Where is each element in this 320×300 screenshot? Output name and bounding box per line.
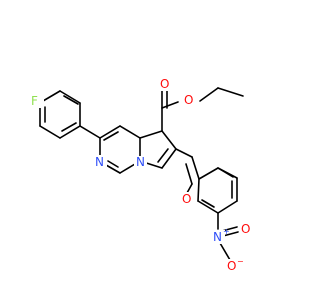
bond [161, 130, 177, 150]
label-mask [239, 222, 253, 236]
atom-labels: F O O N N O N + O O − [30, 77, 253, 273]
ester-carbonyl-oxygen-label: O [160, 77, 169, 91]
label-mask [157, 77, 171, 91]
bond [42, 90, 61, 102]
structure-drawing: F O O N N O N + O O − [30, 77, 253, 273]
pyrimidine-nitrogen-label: N [95, 155, 104, 169]
bond [107, 160, 119, 168]
label-mask [30, 92, 44, 108]
bond [222, 231, 239, 237]
bond [59, 90, 81, 104]
label-mask [211, 230, 225, 244]
fluorine-label: F [31, 94, 38, 108]
bond [59, 125, 81, 139]
bond [219, 242, 231, 261]
nitro-oxygen-charge: − [237, 257, 244, 266]
label-mask [225, 259, 239, 273]
bond [217, 87, 244, 97]
bond [197, 200, 219, 214]
molecule-diagram: F O O N N O N + O O − [30, 77, 253, 273]
ketone-oxygen-label: O [182, 192, 191, 206]
nitro-oxygen-bottom-label: O [227, 259, 236, 273]
label-mask [180, 192, 194, 206]
bond [63, 95, 79, 105]
bond [185, 163, 193, 185]
nitro-nitrogen-charge: + [223, 227, 230, 236]
label-mask [134, 156, 147, 169]
bond [217, 200, 238, 214]
bond [61, 122, 77, 132]
bond [103, 131, 119, 141]
bond [139, 130, 163, 139]
bond [39, 125, 61, 139]
bond [186, 183, 193, 194]
label-mask [93, 155, 107, 169]
bond [119, 125, 141, 139]
nitro-nitrogen-label: N [213, 230, 222, 244]
bond [201, 199, 215, 208]
bond [161, 101, 179, 109]
bond [217, 167, 234, 178]
label-mask [182, 93, 196, 107]
bond [175, 148, 193, 158]
bridgehead-nitrogen-label: N [136, 155, 145, 169]
bond [198, 167, 219, 180]
bond [79, 125, 101, 139]
bond [199, 87, 219, 102]
nitro-oxygen-top-label: O [241, 222, 250, 236]
bond [105, 164, 121, 174]
bond [197, 178, 200, 202]
bond [99, 125, 121, 139]
bond [191, 156, 200, 180]
bond [161, 148, 177, 169]
bond [157, 148, 169, 163]
ester-ether-oxygen-label: O [184, 93, 193, 107]
